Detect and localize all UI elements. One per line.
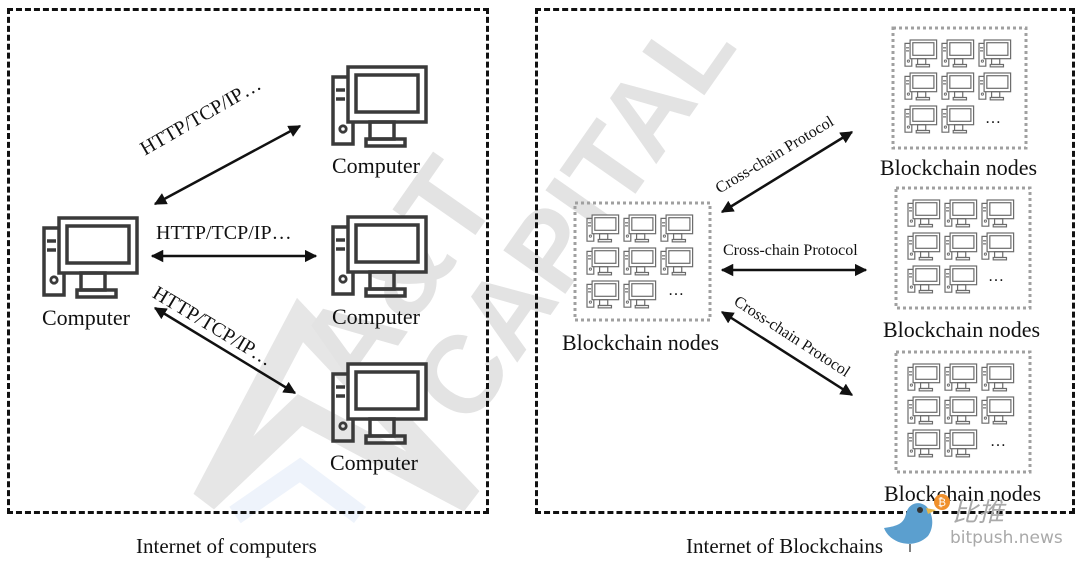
node-icon bbox=[660, 247, 694, 276]
cross-chain-arrow-1 bbox=[720, 130, 854, 214]
computer-label-peer-3: Computer bbox=[330, 450, 418, 475]
node-icon bbox=[944, 429, 978, 458]
node-label-peer-1: Blockchain nodes bbox=[880, 155, 1038, 180]
left-panel bbox=[7, 8, 489, 514]
link-arrow-3 bbox=[153, 306, 297, 395]
cluster-ellipsis-hub: … bbox=[668, 282, 684, 299]
node-label-hub: Blockchain nodes bbox=[562, 330, 720, 355]
left-panel-caption: Internet of computers bbox=[136, 534, 317, 558]
svg-text:₿: ₿ bbox=[938, 496, 946, 509]
cluster-border-peer-1 bbox=[891, 26, 1028, 150]
node-icon bbox=[978, 72, 1012, 101]
node-icon bbox=[907, 396, 941, 425]
node-icon bbox=[623, 280, 657, 309]
bitcoin-icon: ₿ bbox=[934, 494, 950, 510]
computer-label-peer-2: Computer bbox=[332, 304, 420, 329]
node-icon bbox=[944, 265, 978, 294]
node-label-peer-3: Blockchain nodes bbox=[884, 481, 1042, 506]
node-icon bbox=[623, 247, 657, 276]
node-icon bbox=[941, 72, 975, 101]
node-icon bbox=[944, 199, 978, 228]
node-icon bbox=[904, 105, 938, 134]
logo-domain-text: bitpush.news bbox=[950, 528, 1063, 548]
node-icon bbox=[981, 396, 1015, 425]
node-icon bbox=[981, 232, 1015, 261]
computer-label-peer-1: Computer bbox=[332, 153, 420, 178]
node-icon bbox=[907, 199, 941, 228]
right-panel bbox=[535, 8, 1075, 514]
computer-icon-peer-2 bbox=[331, 215, 428, 298]
node-icon bbox=[978, 39, 1012, 68]
node-icon bbox=[907, 363, 941, 392]
bird-icon bbox=[884, 503, 936, 552]
node-icon bbox=[981, 199, 1015, 228]
node-icon bbox=[586, 214, 620, 243]
cluster-ellipsis-peer-3: … bbox=[990, 433, 1006, 450]
node-icon bbox=[586, 280, 620, 309]
computer-icon-peer-1 bbox=[331, 65, 428, 148]
cluster-ellipsis-peer-2: … bbox=[988, 268, 1004, 285]
link-label-2: HTTP/TCP/IP… bbox=[156, 222, 292, 244]
node-icon bbox=[907, 232, 941, 261]
node-label-peer-2: Blockchain nodes bbox=[883, 317, 1041, 342]
node-icon bbox=[941, 105, 975, 134]
cluster-border-peer-3 bbox=[894, 350, 1032, 474]
node-icon bbox=[623, 214, 657, 243]
computer-icon-peer-3 bbox=[331, 362, 428, 445]
watermark-triangle-blue bbox=[229, 457, 366, 524]
source-logo: ₿ 比推 bitpush.news bbox=[880, 492, 1080, 562]
node-icon bbox=[944, 363, 978, 392]
link-arrow-1 bbox=[153, 124, 302, 206]
node-icon bbox=[981, 363, 1015, 392]
node-icon bbox=[904, 39, 938, 68]
cluster-border-hub bbox=[573, 201, 712, 322]
node-icon bbox=[904, 72, 938, 101]
cross-chain-label-2: Cross-chain Protocol bbox=[723, 242, 858, 259]
right-panel-caption: Internet of Blockchains bbox=[686, 534, 884, 558]
computer-icon-hub bbox=[42, 216, 139, 299]
logo-chinese-text: 比推 bbox=[952, 498, 1005, 528]
computer-label-hub: Computer bbox=[42, 305, 130, 330]
node-icon bbox=[907, 429, 941, 458]
cluster-ellipsis-peer-1: … bbox=[985, 110, 1001, 127]
cross-chain-arrow-3 bbox=[720, 310, 854, 397]
node-icon bbox=[944, 232, 978, 261]
node-icon bbox=[944, 396, 978, 425]
cluster-border-peer-2 bbox=[894, 186, 1032, 310]
node-icon bbox=[660, 214, 694, 243]
node-icon bbox=[941, 39, 975, 68]
node-icon bbox=[907, 265, 941, 294]
node-icon bbox=[586, 247, 620, 276]
